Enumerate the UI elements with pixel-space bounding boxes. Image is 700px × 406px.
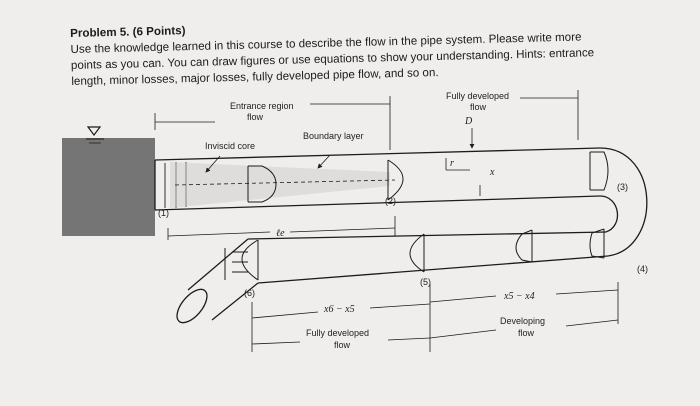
label-entrance-region-1: Entrance region <box>230 101 294 111</box>
label-fully-developed-bottom-2: flow <box>334 340 351 350</box>
label-entrance-region-2: flow <box>247 112 264 122</box>
label-point-2: (2) <box>385 196 396 206</box>
water-surface-symbol <box>86 126 102 136</box>
label-point-6: (6) <box>244 288 255 298</box>
label-developing-1: Developing <box>500 316 545 326</box>
label-point-4: (4) <box>637 264 648 274</box>
label-point-1: (1) <box>158 208 169 218</box>
profile-point-3 <box>589 151 609 191</box>
boundary-layer-wedge <box>170 162 390 208</box>
profile-fully-developed-2 <box>387 159 404 201</box>
label-inviscid-core: Inviscid core <box>205 141 255 151</box>
label-point-5: (5) <box>420 277 431 287</box>
return-bend <box>599 147 648 257</box>
label-developing-2: flow <box>518 328 535 338</box>
profile-point-4 <box>589 228 605 259</box>
label-point-3: (3) <box>617 182 628 192</box>
label-fully-developed-bottom-1: Fully developed <box>306 328 369 338</box>
dimension-lines <box>154 90 619 352</box>
reservoir-water <box>62 138 155 236</box>
label-diameter: D <box>464 116 473 127</box>
label-fully-developed-top-1: Fully developed <box>446 91 509 101</box>
profile-developing-upper <box>247 165 277 203</box>
label-boundary-layer: Boundary layer <box>303 131 364 141</box>
label-axial: x <box>489 167 495 178</box>
profile-inlet-lower <box>224 248 248 280</box>
label-radius: r <box>450 158 454 169</box>
label-entrance-length: ℓe <box>276 228 285 239</box>
centerline-dash <box>174 179 396 186</box>
label-x5-x4: x5 − x4 <box>503 291 535 302</box>
upper-pipe <box>154 147 601 211</box>
label-x6-x5: x6 − x5 <box>323 304 355 315</box>
profile-point-6 <box>241 239 259 281</box>
label-fully-developed-top-2: flow <box>470 102 487 112</box>
profile-developing-lower <box>515 229 533 263</box>
profile-point-5 <box>409 233 425 273</box>
lower-pipe <box>176 231 609 324</box>
